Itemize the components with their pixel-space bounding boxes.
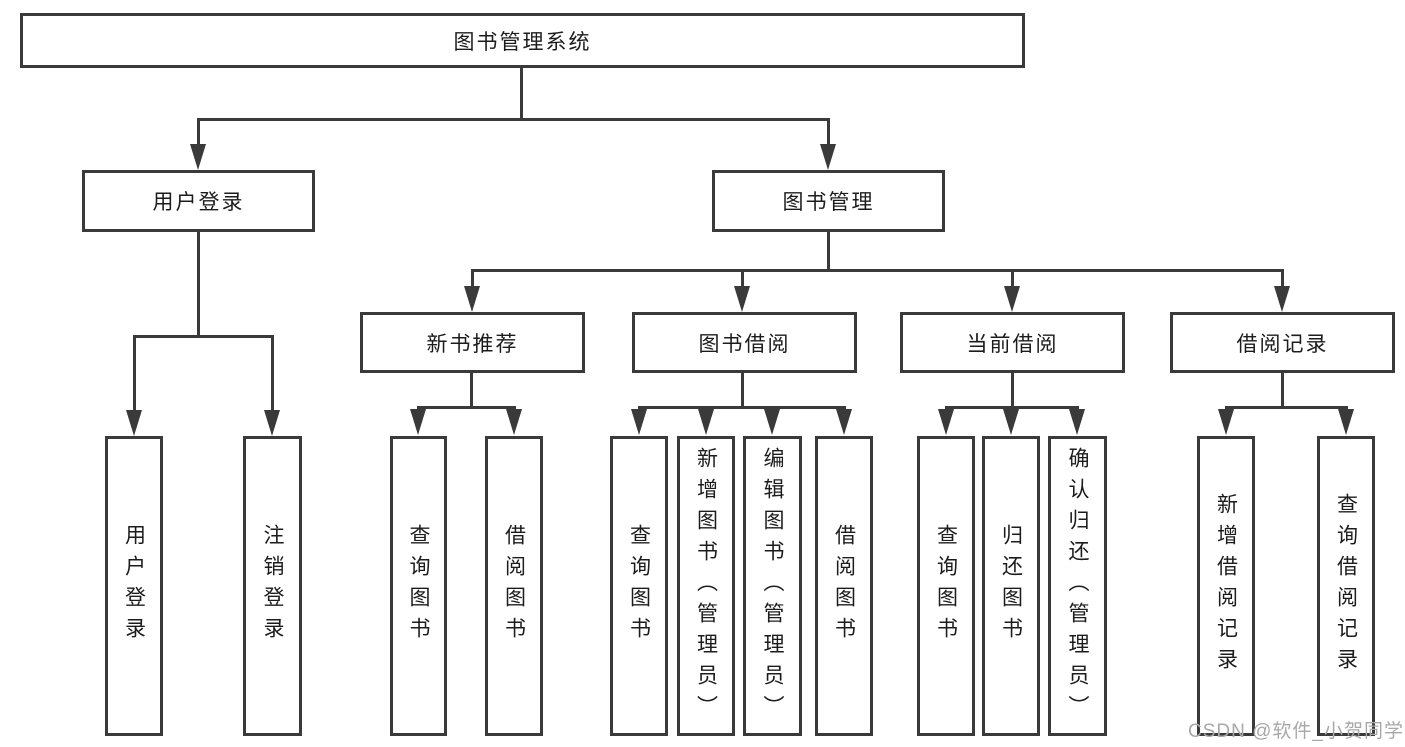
node-recommend-borrow-books: 借阅图书: [485, 436, 543, 736]
node-confirm-return-admin-label: 确认归还（管理员）: [1066, 446, 1089, 726]
connector-borrowing-stem: [741, 373, 744, 409]
connector-book-mgmt-stem: [827, 232, 830, 272]
node-current-borrowing-label: 当前借阅: [966, 332, 1059, 356]
connector-arrow: [126, 410, 142, 436]
connector-arrow: [820, 144, 836, 170]
connector-arrow: [836, 409, 852, 435]
connector-current-branch: [945, 406, 1079, 409]
connector-root-stem: [520, 68, 523, 120]
node-current-borrowing: 当前借阅: [900, 312, 1125, 373]
watermark: CSDN @软件_小贺同学: [1188, 721, 1404, 742]
connector-drop: [271, 335, 274, 412]
connector-drop: [197, 118, 200, 146]
node-borrowing-borrow-books: 借阅图书: [815, 436, 873, 736]
connector-records-stem: [1281, 373, 1284, 409]
connector-arrow: [734, 286, 750, 312]
node-borrowing-query-books: 查询图书: [610, 436, 668, 736]
node-current-query-books-label: 查询图书: [934, 524, 958, 648]
node-root-label: 图书管理系统: [453, 30, 592, 54]
node-new-book-recommend: 新书推荐: [360, 312, 585, 373]
node-root: 图书管理系统: [20, 13, 1025, 68]
connector-recommend-stem: [470, 373, 473, 409]
connector-arrow: [464, 286, 480, 312]
connector-arrow: [631, 409, 647, 435]
node-book-borrowing: 图书借阅: [632, 312, 857, 373]
connector-arrow: [506, 409, 522, 435]
connector-arrow: [1003, 409, 1019, 435]
connector-level3-branch: [471, 269, 1284, 272]
node-edit-books-admin-label: 编辑图书（管理员）: [761, 446, 784, 726]
node-logout-label: 注销登录: [261, 524, 284, 648]
node-user-login-leaf-label: 用户登录: [122, 524, 146, 648]
node-recommend-query-books-label: 查询图书: [407, 524, 430, 648]
connector-recommend-branch: [417, 406, 516, 409]
node-borrowing-records: 借阅记录: [1170, 312, 1395, 373]
connector-drop: [471, 269, 474, 289]
connector-borrowing-branch: [638, 406, 846, 409]
node-borrowing-records-label: 借阅记录: [1236, 332, 1329, 356]
node-query-borrow-record: 查询借阅记录: [1317, 436, 1375, 736]
node-add-borrow-record: 新增借阅记录: [1197, 436, 1255, 736]
node-borrowing-borrow-books-label: 借阅图书: [832, 524, 856, 648]
node-confirm-return-admin: 确认归还（管理员）: [1048, 436, 1107, 736]
node-book-management: 图书管理: [712, 170, 945, 232]
node-add-books-admin-label: 新增图书（管理员）: [694, 446, 718, 726]
connector-user-login-stem: [197, 232, 200, 337]
node-add-books-admin: 新增图书（管理员）: [677, 436, 735, 736]
connector-user-login-branch: [133, 335, 274, 338]
node-edit-books-admin: 编辑图书（管理员）: [743, 436, 802, 736]
node-new-book-recommend-label: 新书推荐: [426, 332, 519, 356]
node-logout: 注销登录: [243, 436, 302, 736]
connector-drop: [827, 118, 830, 146]
connector-drop: [133, 335, 136, 412]
node-add-borrow-record-label: 新增借阅记录: [1214, 493, 1238, 679]
node-book-management-label: 图书管理: [782, 191, 875, 214]
node-return-books: 归还图书: [982, 436, 1040, 736]
connector-arrow: [1004, 286, 1020, 312]
connector-drop: [1011, 269, 1014, 289]
node-user-login-leaf: 用户登录: [105, 436, 163, 736]
connector-level2-branch: [197, 118, 830, 121]
node-borrowing-query-books-label: 查询图书: [627, 524, 651, 648]
connector-drop: [741, 269, 744, 289]
node-recommend-borrow-books-label: 借阅图书: [502, 524, 526, 648]
connector-drop: [1281, 269, 1284, 289]
connector-arrow: [1338, 409, 1354, 435]
node-query-borrow-record-label: 查询借阅记录: [1334, 493, 1358, 679]
node-recommend-query-books: 查询图书: [390, 436, 447, 736]
node-book-borrowing-label: 图书借阅: [698, 332, 791, 356]
node-return-books-label: 归还图书: [999, 524, 1023, 648]
connector-arrow: [1218, 409, 1234, 435]
node-current-query-books: 查询图书: [917, 436, 975, 736]
connector-arrow: [764, 409, 780, 435]
connector-records-branch: [1225, 406, 1348, 409]
connector-arrow: [1069, 409, 1085, 435]
connector-current-stem: [1011, 373, 1014, 409]
connector-arrow: [1274, 286, 1290, 312]
node-user-login-label: 用户登录: [152, 191, 245, 214]
connector-arrow: [938, 409, 954, 435]
connector-arrow: [410, 409, 426, 435]
node-user-login: 用户登录: [82, 170, 315, 232]
connector-arrow: [698, 409, 714, 435]
connector-arrow: [264, 410, 280, 436]
connector-arrow: [190, 144, 206, 170]
